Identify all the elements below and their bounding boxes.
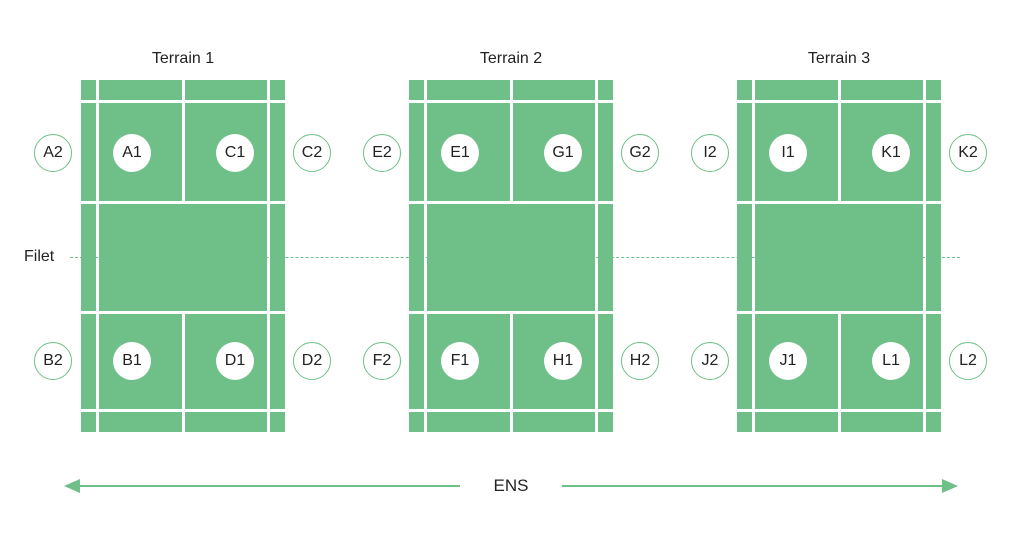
- axis-label: ENS: [493, 476, 529, 495]
- court-1: [81, 80, 285, 432]
- axis-line-left: [78, 485, 460, 487]
- position-badge-outside: I2: [691, 134, 729, 172]
- side-line-left: [96, 80, 99, 432]
- side-line-left: [752, 80, 755, 432]
- center-line-bottom: [510, 311, 513, 432]
- court-3: [737, 80, 941, 432]
- center-line-top: [182, 80, 185, 204]
- axis-line-right: [562, 485, 944, 487]
- position-badge-outside: C2: [293, 134, 331, 172]
- court-2: [409, 80, 613, 432]
- position-badge: F1: [441, 342, 479, 380]
- court-title: Terrain 1: [151, 50, 215, 67]
- position-badge: C1: [216, 134, 254, 172]
- side-line-right: [595, 80, 598, 432]
- court-title: Terrain 2: [479, 50, 543, 67]
- side-line-right: [267, 80, 270, 432]
- arrow-right-icon: [942, 479, 958, 493]
- position-badge-outside: H2: [621, 342, 659, 380]
- position-badge-outside: B2: [34, 342, 72, 380]
- court-title: Terrain 3: [807, 50, 871, 67]
- position-badge: H1: [544, 342, 582, 380]
- side-line-right: [923, 80, 926, 432]
- position-badge-outside: K2: [949, 134, 987, 172]
- position-badge-outside: A2: [34, 134, 72, 172]
- arrow-left-icon: [64, 479, 80, 493]
- position-badge: B1: [113, 342, 151, 380]
- position-badge: J1: [769, 342, 807, 380]
- position-badge: D1: [216, 342, 254, 380]
- net-label: Filet: [24, 248, 55, 265]
- position-badge-outside: G2: [621, 134, 659, 172]
- position-badge-outside: E2: [363, 134, 401, 172]
- position-badge: G1: [544, 134, 582, 172]
- position-badge-outside: L2: [949, 342, 987, 380]
- position-badge: A1: [113, 134, 151, 172]
- net-line: [70, 257, 960, 258]
- center-line-top: [838, 80, 841, 204]
- position-badge: K1: [872, 134, 910, 172]
- position-badge: E1: [441, 134, 479, 172]
- position-badge: L1: [872, 342, 910, 380]
- side-line-left: [424, 80, 427, 432]
- position-badge-outside: D2: [293, 342, 331, 380]
- center-line-bottom: [182, 311, 185, 432]
- position-badge: I1: [769, 134, 807, 172]
- position-badge-outside: J2: [691, 342, 729, 380]
- position-badge-outside: F2: [363, 342, 401, 380]
- center-line-top: [510, 80, 513, 204]
- center-line-bottom: [838, 311, 841, 432]
